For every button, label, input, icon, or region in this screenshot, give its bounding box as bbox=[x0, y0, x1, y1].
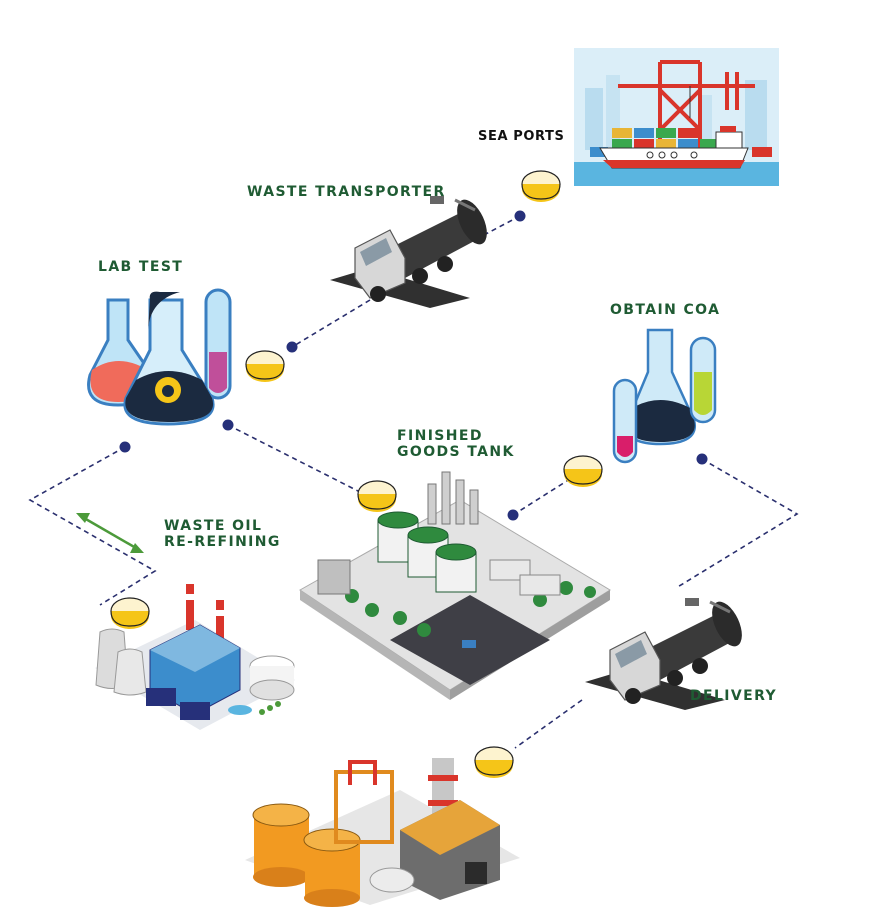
marker-re-refining bbox=[110, 597, 150, 630]
tanker-truck-icon bbox=[328, 193, 495, 310]
re-refining-plant-icon bbox=[95, 584, 295, 730]
double-arrow-icon bbox=[76, 513, 144, 553]
label-delivery: DELIVERY bbox=[690, 688, 778, 704]
coa-flasks-icon bbox=[612, 328, 717, 464]
marker-sea-ports bbox=[521, 170, 561, 203]
label-sea-ports: SEA PORTS bbox=[478, 129, 565, 144]
marker-delivery bbox=[474, 746, 514, 779]
label-waste-oil-line1: WASTE OIL bbox=[164, 518, 263, 534]
process-path bbox=[28, 215, 799, 749]
label-waste-transporter: WASTE TRANSPORTER bbox=[247, 184, 446, 200]
label-finished-goods-line1: FINISHED bbox=[397, 428, 483, 444]
path-nodes bbox=[119, 210, 708, 521]
label-finished-goods-line2: GOODS TANK bbox=[397, 444, 515, 460]
container-ship-icon bbox=[574, 48, 779, 186]
marker-obtain-coa bbox=[563, 455, 603, 488]
lab-flasks-icon bbox=[87, 288, 232, 426]
refinery-icon bbox=[245, 758, 520, 907]
marker-lab-test bbox=[245, 350, 285, 383]
label-waste-oil-line2: RE-REFINING bbox=[164, 534, 281, 550]
label-lab-test: LAB TEST bbox=[98, 259, 184, 275]
label-obtain-coa: OBTAIN COA bbox=[610, 302, 721, 318]
finished-goods-tank-icon bbox=[299, 471, 611, 700]
marker-finished-goods bbox=[357, 480, 397, 513]
